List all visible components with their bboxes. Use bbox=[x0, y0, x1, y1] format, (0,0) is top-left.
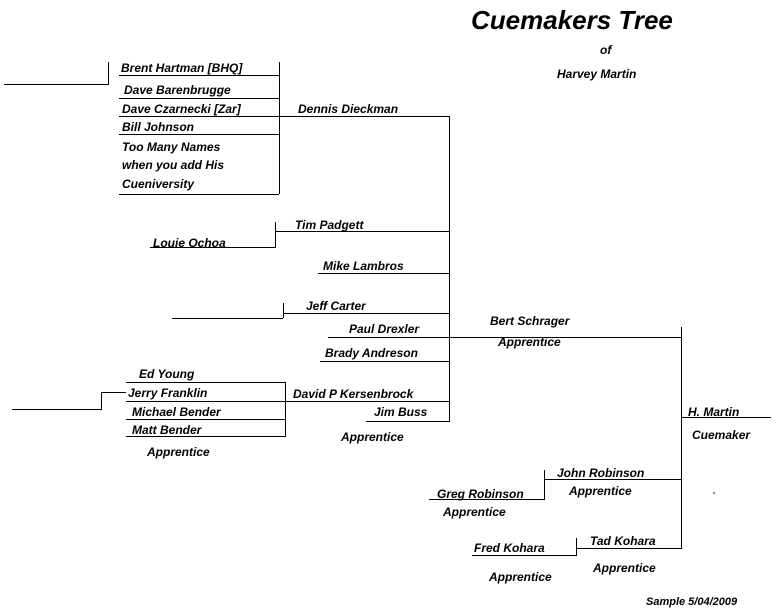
node-greg-robinson: Greg Robinson bbox=[437, 487, 524, 501]
node-john-robinson: John Robinson bbox=[557, 466, 645, 480]
group-member-name: Michael Bender bbox=[132, 405, 221, 419]
group-member-name: Dave Barenbrugge bbox=[124, 83, 231, 97]
group-note-line: Cueniversity bbox=[122, 177, 195, 191]
group-member-name: Ed Young bbox=[139, 367, 195, 381]
page-title: Cuemakers Tree bbox=[471, 5, 673, 35]
cuemaker-label: Cuemaker bbox=[692, 428, 751, 442]
node-jeff-carter: Jeff Carter bbox=[306, 299, 366, 313]
apprentice-label: Apprentice bbox=[498, 335, 561, 349]
apprentice-label: Apprentice bbox=[341, 430, 404, 444]
group-member-name: Matt Bender bbox=[132, 423, 202, 437]
apprentice-label: Apprentice bbox=[489, 570, 552, 584]
footer-sample-date: Sample 5/04/2009 bbox=[646, 596, 738, 608]
group-note-line: Too Many Names bbox=[122, 140, 221, 154]
node-mike-lambros: Mike Lambros bbox=[323, 259, 404, 273]
node-tim-padgett: Tim Padgett bbox=[295, 218, 364, 232]
group-member-name: Jerry Franklin bbox=[128, 386, 208, 400]
group-member-name: Bill Johnson bbox=[122, 120, 194, 134]
stray-dot bbox=[713, 492, 715, 494]
node-jim-buss: Jim Buss bbox=[374, 405, 428, 419]
apprentice-label: Apprentice bbox=[593, 561, 656, 575]
apprentice-label: Apprentice bbox=[147, 445, 210, 459]
node-bert-schrager: Bert Schrager bbox=[490, 314, 570, 328]
apprentice-label: Apprentice bbox=[569, 484, 632, 498]
node-dennis-dieckman: Dennis Dieckman bbox=[298, 102, 399, 116]
apprentice-label: Apprentice bbox=[443, 505, 506, 519]
node-brady-andreson: Brady Andreson bbox=[325, 346, 418, 360]
subtitle-name: Harvey Martin bbox=[557, 67, 637, 81]
node-paul-drexler: Paul Drexler bbox=[349, 322, 420, 336]
node-tad-kohara: Tad Kohara bbox=[590, 534, 656, 548]
node-fred-kohara: Fred Kohara bbox=[474, 541, 545, 555]
subtitle-of: of bbox=[600, 43, 612, 57]
group-note-line: when you add His bbox=[122, 158, 225, 172]
group-member-name: Dave Czarnecki [Zar] bbox=[122, 102, 241, 116]
node-h-martin: H. Martin bbox=[688, 405, 740, 419]
node-louie-ochoa: Louie Ochoa bbox=[153, 236, 226, 250]
node-david-kersenbrock: David P Kersenbrock bbox=[293, 387, 414, 401]
group-member-name: Brent Hartman [BHQ] bbox=[121, 61, 243, 75]
